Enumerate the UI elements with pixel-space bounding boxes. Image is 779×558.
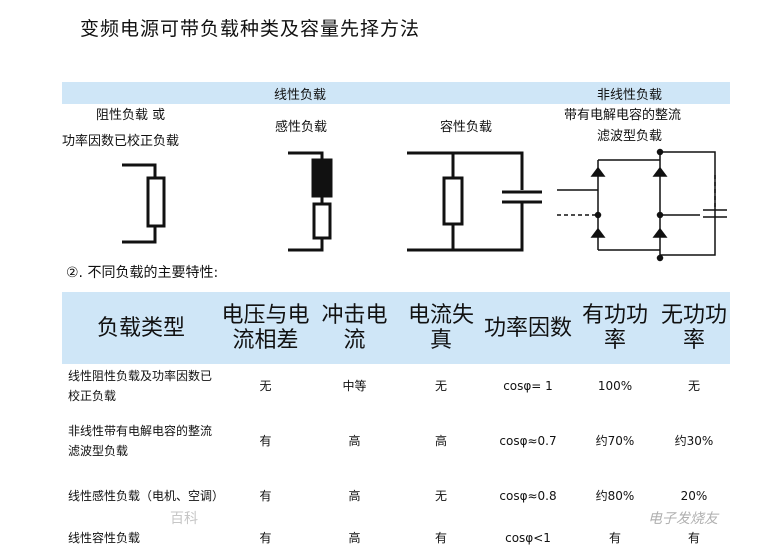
table-cell: 无 bbox=[434, 379, 447, 393]
table-cell: 线性感性负载（电机、空调） bbox=[68, 489, 225, 503]
capacitor-circuit bbox=[407, 151, 542, 252]
table-cell: 高 bbox=[434, 434, 447, 448]
table-cell: 约30% bbox=[674, 434, 714, 448]
rectifier-circuit bbox=[557, 148, 727, 262]
table-cell: cosφ≈0.7 bbox=[499, 434, 557, 448]
table-cell: 有 bbox=[259, 434, 272, 448]
circuit-diagrams bbox=[122, 148, 727, 262]
table-cell: 有 bbox=[434, 531, 447, 545]
table-cell: 20% bbox=[680, 489, 708, 503]
table-cell: 高 bbox=[348, 531, 361, 545]
header-cell: 冲击电流 bbox=[311, 292, 398, 364]
table-cell: 线性容性负载 bbox=[68, 531, 141, 545]
table-cell: 有 bbox=[259, 531, 272, 545]
rectifier-label-2: 滤波型负载 bbox=[597, 129, 663, 144]
table-cell: 100% bbox=[597, 379, 633, 393]
load-characteristics-table: 负载类型 电压与电流相差 冲击电流 电流失真 功率因数 有功功率 无功功率 线性… bbox=[62, 292, 730, 558]
table-cell: 高 bbox=[348, 434, 361, 448]
table-cell: cosφ≈0.8 bbox=[499, 489, 557, 503]
table-cell: 无 bbox=[687, 379, 700, 393]
resistor-circuit bbox=[122, 163, 166, 244]
table-row: 线性容性负载 有 高 有 cosφ<1 有 有 bbox=[62, 518, 730, 558]
capacitive-label: 容性负载 bbox=[440, 120, 493, 135]
nonlinear-header: 非线性负载 bbox=[597, 88, 663, 103]
table-header-row: 负载类型 电压与电流相差 冲击电流 电流失真 功率因数 有功功率 无功功率 bbox=[62, 292, 730, 364]
rectifier-label-1: 带有电解电容的整流 bbox=[564, 108, 682, 123]
table-cell: 非线性带有电解电容的整流滤波型负载 bbox=[68, 424, 213, 458]
table-cell: 有 bbox=[608, 531, 621, 545]
linear-header: 线性负载 bbox=[274, 88, 327, 103]
inductor-circuit bbox=[288, 151, 333, 252]
inductive-label: 感性负载 bbox=[275, 120, 328, 135]
header-cell: 有功功率 bbox=[572, 292, 658, 364]
resistive-label-1: 阻性负载 或 bbox=[96, 108, 166, 123]
resistive-label-2: 功率因数已校正负载 bbox=[62, 134, 180, 149]
table-row: 线性阻性负载及功率因数已校正负载 无 中等 无 cosφ= 1 100% 无 bbox=[62, 364, 730, 408]
table-cell: 有 bbox=[259, 489, 272, 503]
table-cell: 有 bbox=[687, 531, 700, 545]
header-cell: 功率因数 bbox=[484, 292, 572, 364]
table-cell: 约70% bbox=[595, 434, 635, 448]
table-cell: 约80% bbox=[595, 489, 635, 503]
table-cell: 无 bbox=[434, 489, 447, 503]
diagram-header-band: 线性负载 非线性负载 bbox=[62, 82, 730, 104]
table-cell: cosφ= 1 bbox=[503, 379, 553, 393]
header-cell: 无功功率 bbox=[658, 292, 730, 364]
table-cell: 高 bbox=[348, 489, 361, 503]
header-cell: 负载类型 bbox=[62, 292, 220, 364]
table-cell: cosφ<1 bbox=[505, 531, 551, 545]
table-cell: 中等 bbox=[342, 379, 367, 393]
table-cell: 线性阻性负载及功率因数已校正负载 bbox=[68, 369, 213, 403]
header-cell: 电流失真 bbox=[398, 292, 484, 364]
site-logo: 电子发烧友 bbox=[648, 511, 718, 527]
watermark: 百科 bbox=[170, 511, 198, 527]
table-row: 非线性带有电解电容的整流滤波型负载 有 高 高 cosφ≈0.7 约70% 约3… bbox=[62, 408, 730, 474]
table-cell: 无 bbox=[259, 379, 272, 393]
page-title: 变频电源可带负载种类及容量先择方法 bbox=[80, 18, 421, 40]
subtitle: ②. 不同负载的主要特性: bbox=[66, 265, 219, 281]
header-cell: 电压与电流相差 bbox=[220, 292, 311, 364]
table-row: 线性感性负载（电机、空调） 有 高 无 cosφ≈0.8 约80% 20% bbox=[62, 474, 730, 518]
